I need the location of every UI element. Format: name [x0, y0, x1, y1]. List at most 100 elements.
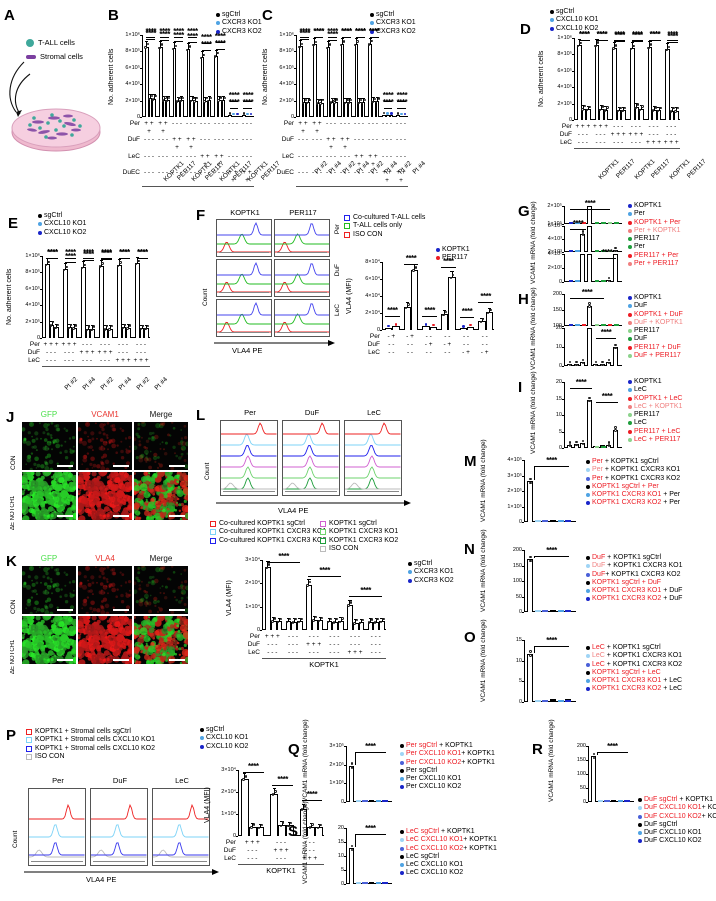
- error-bar: [293, 619, 295, 622]
- axis-tickmark: [344, 842, 346, 843]
- pm-row: Per+ + +- - -- - -: [225, 839, 315, 846]
- data-point: [320, 616, 324, 619]
- error-cap: [368, 37, 372, 39]
- panel-j-col-vcam1: VCAM1: [91, 410, 119, 419]
- panel-b-label: B: [108, 7, 119, 24]
- data-point: [287, 825, 290, 828]
- data-point: [529, 555, 532, 559]
- data-point: [599, 108, 602, 111]
- legend-dot-icon: [400, 768, 404, 773]
- legend-label: KOPTK1 CXCR3 KO1: [329, 528, 399, 536]
- legend-label: DuF: [634, 302, 648, 310]
- significance-stars: ****: [228, 98, 240, 108]
- legend-dot-icon: [586, 654, 590, 659]
- data-point: [414, 266, 418, 269]
- error-cap: [176, 96, 180, 98]
- data-point: [178, 97, 181, 100]
- axis-tick: 2×10⁴: [245, 580, 260, 587]
- error-bar: [149, 94, 151, 99]
- axis-tickmark: [562, 328, 564, 329]
- legend-label: Co-cultured KOPTK1 sgCtrl: [219, 520, 305, 527]
- error-cap: [375, 96, 380, 98]
- data-point: [606, 106, 609, 109]
- error-cap: [286, 617, 290, 619]
- legend-item: KOPTK1 CXCR3 KO2 + Per: [586, 499, 680, 507]
- error-cap: [652, 106, 657, 107]
- legend-dot-icon: [628, 304, 632, 309]
- data-point: [432, 323, 435, 327]
- data-point: [607, 279, 611, 282]
- bar: [467, 326, 475, 330]
- significance-stars: ****: [368, 27, 380, 36]
- bar: [478, 321, 486, 330]
- error-cap: [359, 618, 364, 620]
- legend-label: Per + PER117: [634, 259, 679, 267]
- error-bar: [583, 105, 585, 109]
- significance-bracket: [46, 258, 59, 259]
- error-bar: [64, 264, 66, 270]
- data-point: [179, 99, 182, 103]
- panel-a-label: A: [4, 7, 15, 24]
- bar: [586, 305, 592, 326]
- flow-axis: [285, 491, 337, 494]
- data-point: [300, 42, 304, 45]
- pm-row: DuF- - -- - -+ + +- - -- - -- - -: [247, 641, 381, 649]
- bar: [347, 604, 353, 630]
- error-cap: [91, 325, 95, 327]
- data-point: [220, 99, 224, 103]
- legend-item: sgCtrl: [200, 726, 248, 734]
- significance-stars: ****: [214, 38, 226, 48]
- data-point: [188, 45, 191, 48]
- significance-stars: ****: [649, 30, 661, 39]
- significance-stars: ****: [579, 30, 590, 39]
- flow-axis: [219, 332, 269, 335]
- error-bar: [328, 41, 330, 47]
- significance-bracket: [341, 37, 351, 39]
- significance-stars: ****: [667, 32, 678, 42]
- data-point: [575, 250, 580, 252]
- error-cap: [657, 106, 661, 108]
- data-point: [377, 97, 380, 100]
- panel-l-bar-legend: sgCtrl CXCR3 KO1 CXCR3 KO2: [408, 560, 454, 585]
- significance-bracket: [355, 834, 386, 835]
- bar: [162, 99, 167, 117]
- legend-dot-icon: [586, 493, 590, 498]
- axis-tickmark: [562, 326, 564, 327]
- axis-tickmark: [140, 35, 142, 36]
- legend-item: CXCR3 KO1: [216, 19, 262, 27]
- error-bar: [667, 44, 669, 50]
- error-cap: [333, 618, 337, 619]
- data-point: [594, 44, 597, 47]
- data-point: [165, 99, 168, 103]
- data-point: [319, 102, 322, 105]
- data-point: [192, 96, 195, 99]
- fluorescence-image: [134, 472, 188, 520]
- legend-square-icon: [344, 215, 350, 222]
- error-cap: [326, 40, 331, 42]
- data-point: [303, 804, 307, 808]
- axis-tickmark: [562, 347, 564, 348]
- axis-tick: 4×10⁵: [279, 81, 294, 88]
- pm-row: DuEC- - -- - -- - -- - -- - -- - -+ + ++…: [122, 168, 252, 184]
- legend-label: CXCR3 KO2: [376, 27, 416, 35]
- data-point: [207, 99, 210, 103]
- panel-p-group-label: KOPTK1: [266, 866, 296, 876]
- legend-label: KOPTK1 + Stromal cells sgCtrl: [35, 728, 131, 735]
- data-point: [346, 98, 349, 101]
- error-bar: [605, 107, 607, 110]
- legend-label-part: + KOPTK1: [461, 758, 495, 766]
- bar: [616, 110, 622, 120]
- error-bar: [349, 99, 351, 103]
- data-point: [614, 346, 617, 349]
- flow-histogram: [274, 299, 330, 337]
- legend-label-part: KOPTK1 sgCtrl + LeC: [592, 668, 661, 676]
- significance-stars: ****: [187, 27, 198, 36]
- significance-stars: ****: [600, 328, 612, 337]
- panel-p-bar-legend: sgCtrl CXCL10 KO1 CXCL10 KO2: [200, 726, 248, 751]
- legend-dot-icon: [400, 744, 404, 749]
- bar: [586, 226, 592, 252]
